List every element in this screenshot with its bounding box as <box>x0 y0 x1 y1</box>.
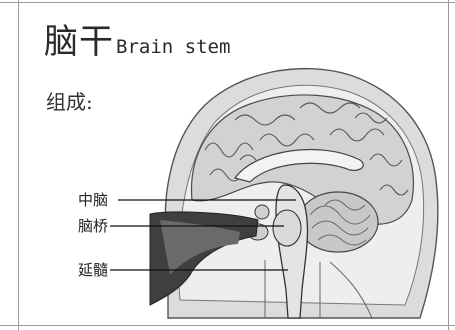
pituitary-region <box>255 205 269 219</box>
pons-shape <box>273 210 301 246</box>
label-medulla: 延髓 <box>78 259 108 280</box>
label-midbrain: 中脑 <box>78 189 108 210</box>
cerebellum <box>298 192 378 252</box>
label-pons: 脑桥 <box>78 215 108 236</box>
